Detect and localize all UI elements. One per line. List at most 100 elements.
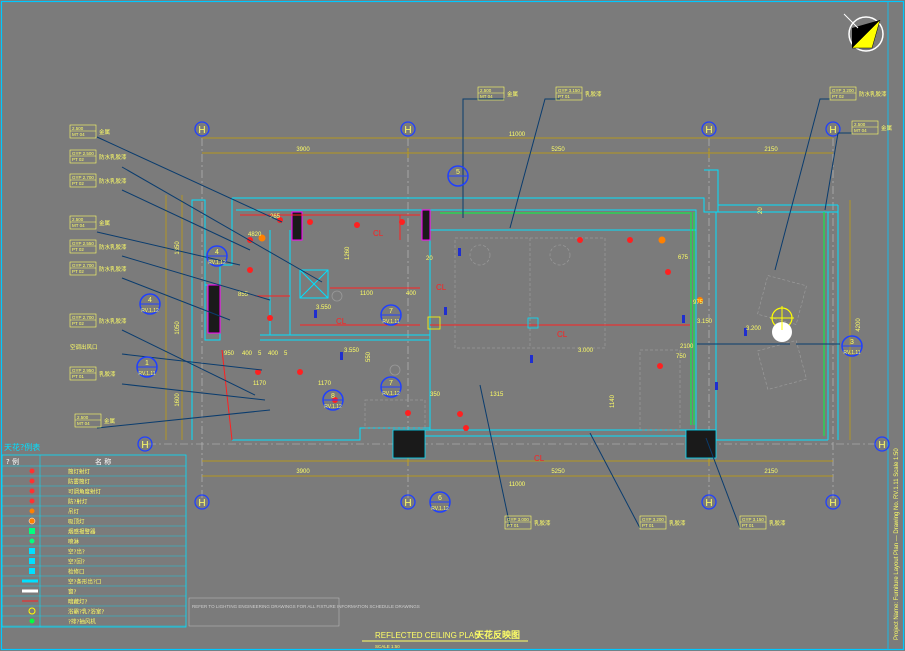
- svg-text:350: 350: [430, 392, 441, 398]
- svg-text:H: H: [829, 498, 836, 509]
- legend-row-name: 空?出?: [68, 548, 85, 556]
- window-lines: [440, 212, 825, 436]
- tag-code: GYP 3.200: [832, 88, 854, 93]
- svg-text:RV.1.12: RV.1.12: [141, 308, 159, 314]
- legend-row: 暗藏灯?: [2, 598, 186, 607]
- legend-row-name: 可调角度射灯: [68, 488, 102, 496]
- svg-text:1315: 1315: [490, 392, 504, 398]
- dim-left-1: 1850: [175, 241, 181, 255]
- legend-row: 筒灯射灯: [2, 468, 186, 477]
- tag-sub: PT 02: [72, 181, 84, 186]
- level-flags: [314, 248, 747, 390]
- bath-heater-icon: [770, 306, 794, 342]
- axis-lines: [148, 138, 880, 500]
- tag-sub: PT 02: [72, 247, 84, 252]
- tag-note: 金属: [507, 90, 518, 98]
- tag-sub: PT 02: [832, 94, 844, 99]
- dimension-texts: 11000 3900 5250 2150 3900 5250 2150 1100…: [175, 132, 862, 488]
- tag-sub: PT 01: [507, 523, 519, 528]
- svg-text:5: 5: [456, 169, 460, 176]
- legend-row-name: 吸顶灯: [68, 518, 85, 526]
- svg-text:RV.1.12: RV.1.12: [208, 260, 226, 266]
- dim-right-1: 4200: [856, 318, 862, 332]
- cl-label-4: CL: [557, 330, 568, 339]
- section-marker-4b: 4RV.1.12: [139, 293, 161, 315]
- tag-note: 乳胶漆: [585, 90, 602, 98]
- inner-dimensions: 265 4820 1260 1100 400 855 950 400 5 400…: [224, 207, 764, 408]
- tag-code: GYP 3.150: [558, 88, 580, 93]
- svg-text:975: 975: [693, 300, 704, 306]
- tag-code: GYP 2.700: [72, 263, 94, 268]
- legend-row: 空?条形出?口: [2, 578, 186, 587]
- tag-note: 防水乳胶漆: [99, 317, 127, 325]
- dim-bottom-seg-3: 2150: [764, 469, 778, 475]
- dim-bottom-total: 11000: [509, 482, 526, 488]
- tag-sub: PT 01: [642, 523, 654, 528]
- title-cn: 天花反映图: [475, 629, 520, 641]
- tag-code: GYP 3.200: [642, 517, 664, 522]
- tag-sub: PT 02: [72, 269, 84, 274]
- legend-row: 可调角度射灯: [2, 488, 186, 497]
- svg-text:3: 3: [850, 339, 854, 346]
- legend-row-name: 防?射灯: [68, 498, 88, 506]
- svg-text:550: 550: [366, 351, 372, 362]
- tag-sub: MT 04: [480, 94, 493, 99]
- svg-text:H: H: [141, 440, 148, 451]
- north-arrow-icon: [843, 13, 884, 52]
- legend-row-name: 烟感报警器: [68, 528, 96, 536]
- svg-text:5: 5: [258, 351, 262, 357]
- dim-top-total: 11000: [509, 132, 526, 138]
- cl-label-1: CL: [373, 229, 384, 238]
- legend-symbol-icon: [28, 607, 36, 615]
- legend-note: REFER TO LIGHTING ENGINEERING DRAWINGS F…: [192, 604, 420, 609]
- axis-markers: H H H H H H H H H H: [137, 121, 890, 510]
- legend-symbol-icon: [29, 538, 35, 544]
- tag-sub: MT 04: [72, 132, 85, 137]
- svg-text:H: H: [198, 498, 205, 509]
- wall-fill-4: [207, 284, 221, 334]
- tag-code: 2.500: [854, 122, 866, 127]
- legend-symbol-icon: [29, 478, 35, 484]
- legend-row-name: 空?条形出?口: [68, 578, 101, 586]
- svg-text:4: 4: [148, 297, 152, 304]
- tag-note: 金属: [99, 128, 110, 136]
- legend-row-name: 空?回?: [68, 558, 85, 566]
- svg-text:1170: 1170: [253, 381, 267, 387]
- tag-code: 2.500: [77, 415, 89, 420]
- legend-header-symbol: ? 例: [6, 457, 19, 466]
- legend-symbol-icon: [29, 568, 35, 574]
- legend-row: 吸顶灯: [2, 518, 186, 527]
- svg-text:RV.1.12: RV.1.12: [324, 404, 342, 410]
- tag-code: GYP 2.550: [72, 241, 94, 246]
- material-tag: 空调出风口: [70, 343, 98, 351]
- tag-sub: PT 01: [558, 94, 570, 99]
- legend-symbol-icon: [29, 528, 35, 534]
- tag-sub: MT 04: [72, 223, 85, 228]
- legend-row-name: 喷淋: [68, 538, 80, 546]
- legend-row: ?排?抽风机: [2, 618, 186, 627]
- svg-text:3.150: 3.150: [697, 319, 713, 325]
- wall-fill-5: [291, 211, 303, 241]
- legend-symbol-icon: [22, 579, 38, 583]
- svg-text:6: 6: [438, 495, 442, 502]
- pendant-light-symbols: [258, 234, 703, 303]
- legend-row: 空?回?: [2, 558, 186, 567]
- svg-text:5: 5: [284, 351, 288, 357]
- svg-text:400: 400: [268, 351, 279, 357]
- legend-symbol-icon: [29, 468, 35, 474]
- axis-circle-bottom-3: H: [701, 494, 717, 510]
- svg-text:3.200: 3.200: [746, 326, 762, 332]
- svg-text:H: H: [404, 498, 411, 509]
- svg-text:1260: 1260: [345, 246, 351, 260]
- svg-text:400: 400: [406, 291, 417, 297]
- hvac-symbols: [331, 290, 539, 376]
